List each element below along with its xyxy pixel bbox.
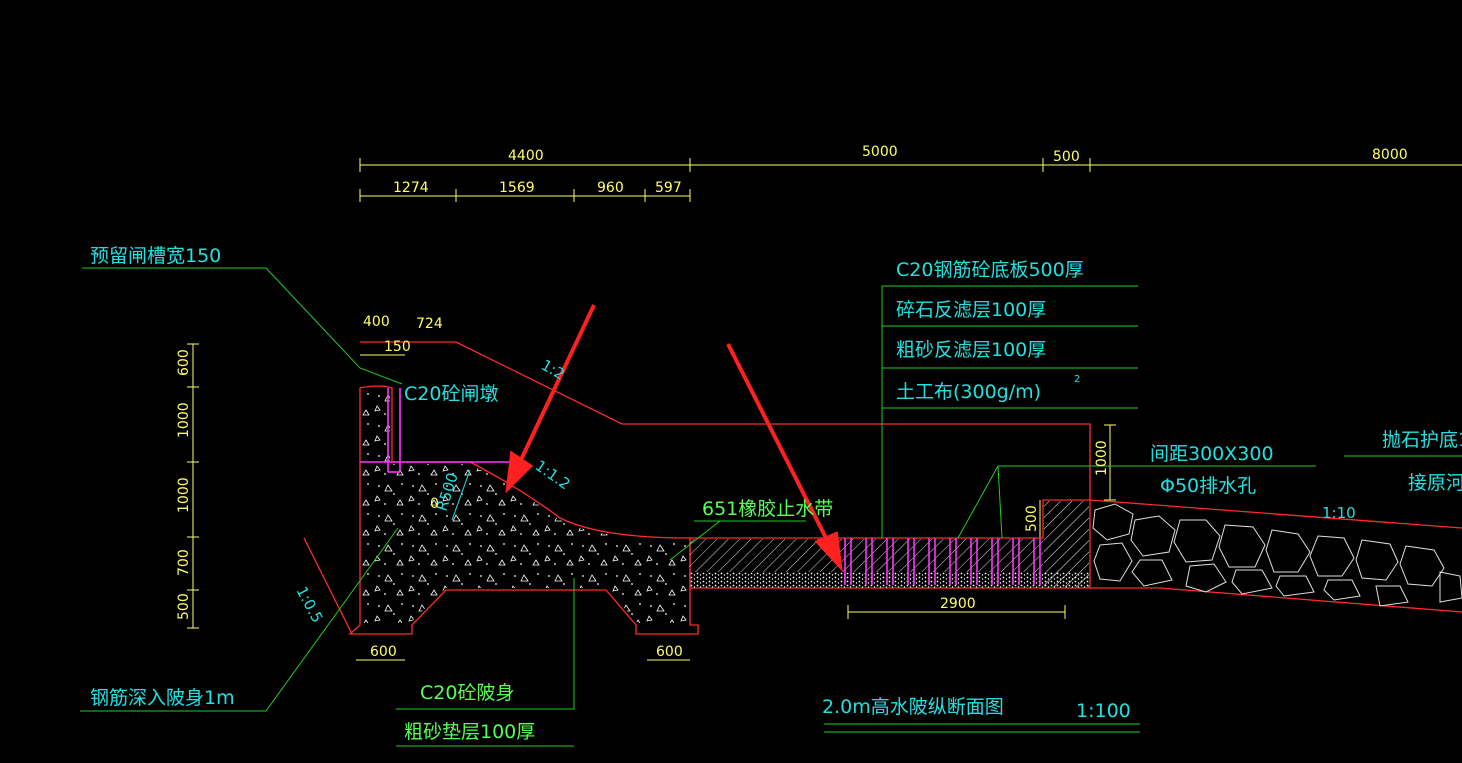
weir-body-outline [348,385,699,635]
drawing-scale: 1:100 [1076,700,1131,722]
dim-v-1000a: 1000 [176,402,192,438]
dim-v-600: 600 [176,349,192,376]
dim-top-8000: 8000 [1372,147,1408,163]
apron-sand [690,572,1090,588]
label-rebar-depth: 钢筋深入陂身1m [90,687,235,709]
annotation-arrows [505,304,843,572]
dim-bottom-2900: 2900 [940,596,976,612]
label-gravel-filter: 碎石反滤层100厚 [896,299,1046,321]
slope-1-0-5: 1:0.5 [292,583,326,625]
dim-slope-small: 0 [430,496,439,512]
label-riverbed: 接原河床 [1408,472,1462,494]
labels: 预留闸槽宽150 C20砼闸墩 钢筋深入陂身1m C20砼陂身 粗砂垫层100厚… [90,245,1462,743]
dim-right-500: 500 [1024,505,1040,532]
slope-1-1-2: 1:1.2 [532,457,574,494]
slope-1-2: 1:2 [538,356,568,384]
dim-top-4400: 4400 [508,148,544,164]
dim-v-500: 500 [176,593,192,620]
dim-gate-400: 400 [363,314,390,330]
drain-pipes [360,388,1041,585]
label-gate-pier: C20砼闸墩 [404,383,498,405]
dim-v-1000b: 1000 [176,477,192,513]
label-weir-body: C20砼陂身 [420,682,514,704]
dim-right-1000: 1000 [1094,440,1110,476]
label-spacing: 间距300X300 [1150,443,1274,465]
label-slab: C20钢筋砼底板500厚 [896,259,1084,281]
end-block-hatch [1044,501,1089,587]
riprap-outline [1089,499,1462,613]
upstream-line [360,341,1091,500]
label-gate-slot: 预留闸槽宽150 [90,245,221,267]
dim-top-5000: 5000 [862,144,898,160]
dimension-lines [187,158,1462,661]
label-drain: Φ50排水孔 [1160,475,1256,497]
dim-top-500: 500 [1053,149,1080,165]
label-sand-cushion: 粗砂垫层100厚 [404,721,535,743]
riprap-stones [1092,503,1462,607]
dim-sub-1274: 1274 [393,180,429,196]
slope-1-10: 1:10 [1322,504,1356,522]
drawing-title: 2.0m高水陂纵断面图 [822,696,1004,718]
label-geotextile-sup: 2 [1074,374,1080,385]
dim-v-700: 700 [176,549,192,576]
label-geotextile: 土工布(300g/m) [896,381,1041,403]
dim-gate-150: 150 [384,339,411,355]
concrete-fill [362,392,688,623]
leader-lines [80,267,1462,747]
dim-sub-597: 597 [655,180,682,196]
label-riprap: 抛石护底100 [1382,429,1462,451]
dim-gate-724: 724 [416,316,443,332]
dim-bottom-600a: 600 [370,644,397,660]
radius-line [451,469,471,521]
label-sand-filter: 粗砂反滤层100厚 [896,339,1046,361]
dimension-texts: 4400 5000 500 8000 1274 1569 960 597 600… [176,144,1408,660]
dim-sub-960: 960 [597,180,624,196]
label-waterstop: 651橡胶止水带 [702,498,833,520]
structure-outline [303,341,1462,635]
dim-sub-1569: 1569 [499,180,535,196]
dim-bottom-600b: 600 [656,644,683,660]
